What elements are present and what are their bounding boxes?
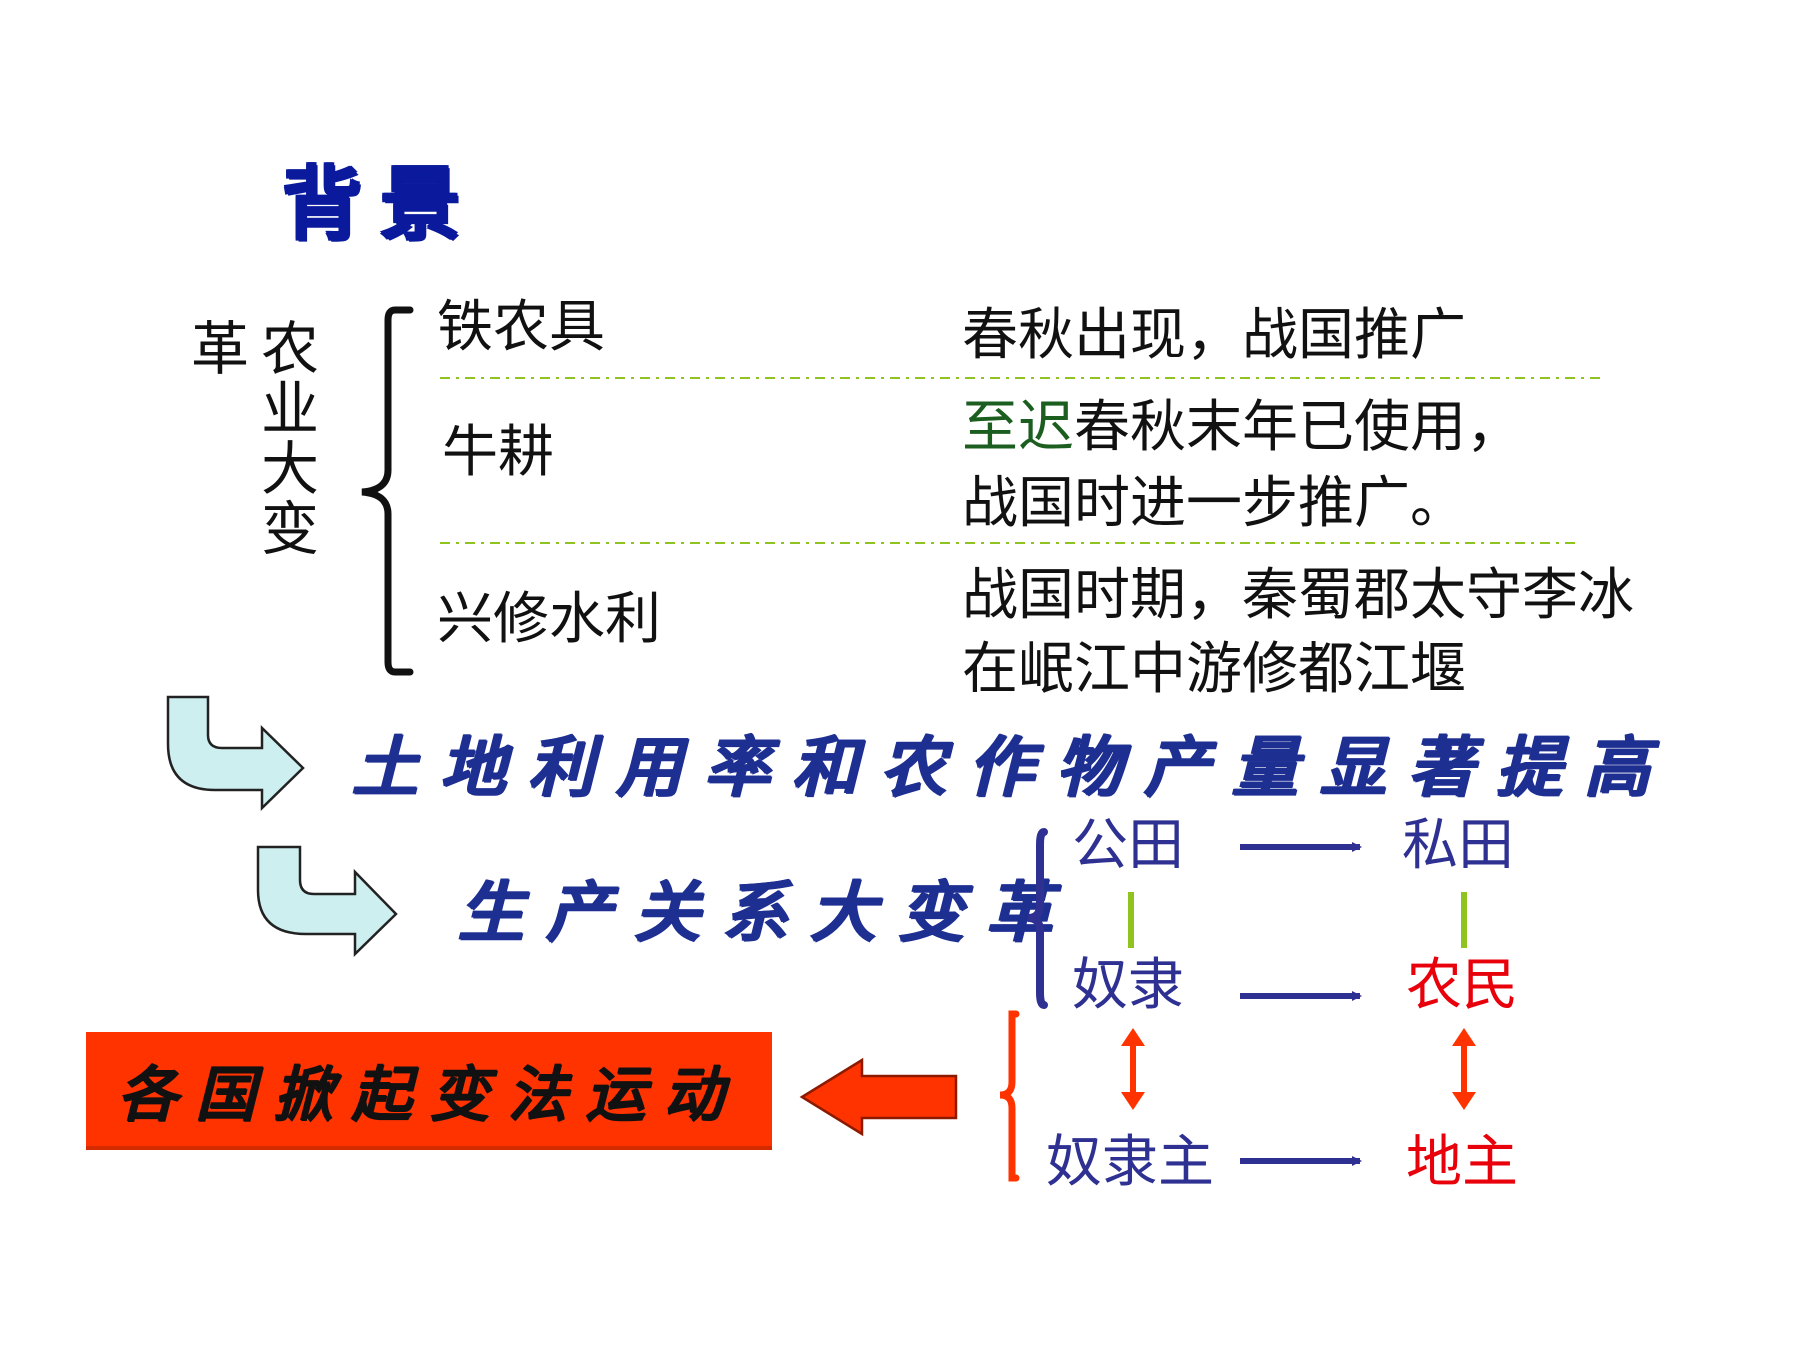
agri-brace [361,306,414,676]
row-item-ox-plough: 牛耕 [442,420,554,485]
row-item-iron-tools: 铁农具 [437,295,605,360]
node-slave-owner: 奴隶主 [1046,1130,1214,1195]
movement-label: 各国掀起变法运动 [117,1059,741,1130]
curved-arrow-1 [166,695,305,811]
relation-bracket-blue [1027,828,1048,1009]
curved-arrow-2 [256,845,398,957]
node-peasant: 农民 [1406,953,1518,1018]
agri-label-main: 农业大变 [251,318,319,558]
node-slave: 奴隶 [1072,953,1184,1018]
result-land-productivity: 土地利用率和农作物产量显著提高 [352,729,1672,806]
row-desc-irrigation-line2: 在岷江中游修都江堰 [962,637,1466,702]
node-public-field: 公田 [1072,813,1184,878]
node-landlord: 地主 [1406,1130,1518,1195]
movement-box: 各国掀起变法运动 [86,1032,772,1150]
row-desc-ox-plough-line2: 战国时进一步推广。 [962,471,1466,536]
row-desc-iron-tools: 春秋出现，战国推广 [962,303,1466,368]
relation-bracket-red [999,1010,1020,1182]
agri-label-side: 革 [181,318,249,378]
slide-title: 背景 [282,158,478,251]
desc-highlight: 至迟 [962,395,1074,460]
double-arrow-right [1452,1028,1476,1110]
row-desc-irrigation-line1: 战国时期，秦蜀郡太守李冰 [962,563,1634,628]
row-item-irrigation: 兴修水利 [437,587,661,652]
left-arrow-to-movement [799,1057,958,1137]
double-arrow-left [1121,1028,1145,1110]
node-private-field: 私田 [1402,813,1514,878]
result-production-relations: 生产关系大变革 [458,874,1074,951]
desc-text: 春秋末年已使用， [1074,395,1522,460]
row-desc-ox-plough-line1: 至迟春秋末年已使用， [962,392,1522,465]
